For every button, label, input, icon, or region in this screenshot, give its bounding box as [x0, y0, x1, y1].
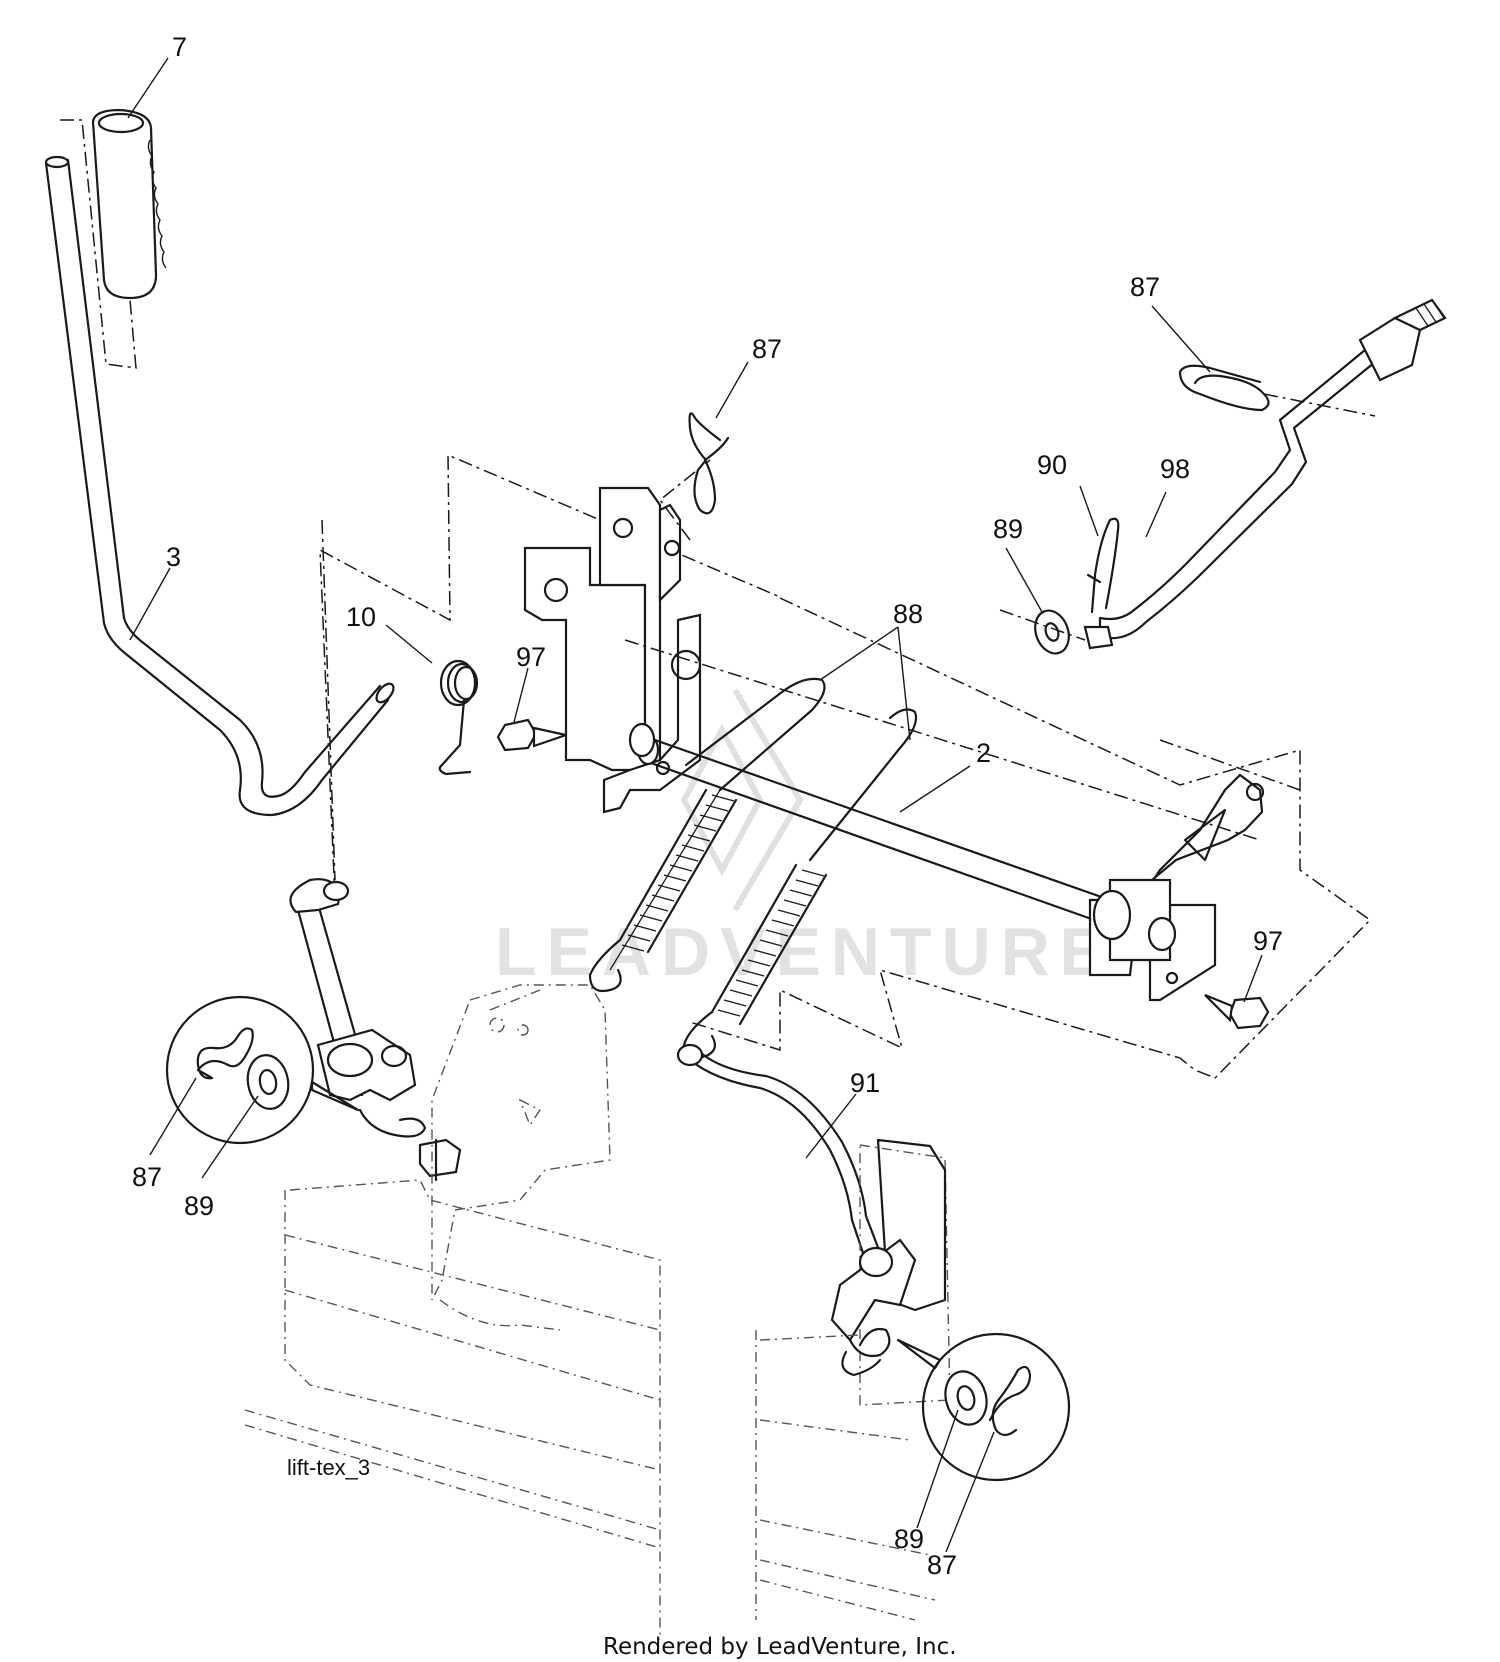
lift-handle	[44, 155, 395, 817]
callout-89-detail-left: 89	[184, 1191, 214, 1221]
callout-87-right: 87	[1130, 272, 1160, 302]
shaft-guide-line	[624, 639, 1261, 841]
lift-bracket-right	[1088, 773, 1265, 1002]
deck-lift-rod	[1083, 298, 1447, 650]
watermark: LEADVENTURE	[495, 914, 1115, 990]
callout-87-detail-left: 87	[132, 1162, 162, 1192]
shoulder-bolt-left	[496, 718, 571, 752]
detail-circle-left	[165, 995, 360, 1145]
shoulder-bolt-right	[1204, 993, 1270, 1030]
callout-7: 7	[172, 32, 187, 62]
callout-91: 91	[850, 1068, 880, 1098]
callout-87-top: 87	[752, 334, 782, 364]
watermark-logo	[680, 688, 804, 912]
upper-guide-line	[689, 597, 1372, 1079]
lift-link-left	[289, 878, 462, 1182]
lift-arm-assembly-right	[830, 1138, 951, 1406]
assist-spring-upper	[588, 677, 826, 993]
handle-guide-line	[319, 453, 781, 901]
left-mount-bracket	[431, 984, 611, 1301]
diagram-id: lift-tex_3	[287, 1455, 370, 1480]
lift-bracket-left	[523, 486, 702, 814]
callout-3: 3	[166, 542, 181, 572]
cotter-pin	[1086, 517, 1120, 614]
callout-97-right: 97	[1253, 926, 1283, 956]
lift-cross-shaft	[628, 722, 1112, 924]
flat-washer-upper	[999, 609, 1086, 655]
callout-97-left: 97	[516, 642, 546, 672]
callout-87-detail-right: 87	[927, 1550, 957, 1580]
lift-link-right	[676, 1043, 884, 1264]
callout-88: 88	[893, 599, 923, 629]
torsion-spring	[438, 659, 479, 776]
callout-89-upper: 89	[993, 514, 1023, 544]
footer-credit: Rendered by LeadVenture, Inc.	[603, 1634, 957, 1660]
callout-90: 90	[1037, 450, 1067, 480]
callout-98: 98	[1160, 454, 1190, 484]
callout-labels: 7 3 10 97 87 88 2 87 90 98 89 97 91 87 8…	[132, 32, 1283, 1580]
leader-lines	[127, 57, 1263, 1553]
bracket-guide-line	[1159, 739, 1301, 791]
detail-circle-right	[896, 1332, 1071, 1482]
left-arm-guide	[321, 519, 336, 881]
mower-deck-outline	[244, 1179, 936, 1640]
callout-89-detail-right: 89	[894, 1524, 924, 1554]
callout-2: 2	[976, 738, 991, 768]
hairpin-clip-right	[1178, 364, 1376, 417]
hairpin-clip-top	[658, 412, 730, 541]
lift-handle-grip	[91, 108, 167, 300]
assist-spring-lower	[682, 708, 918, 1059]
callout-10: 10	[346, 602, 376, 632]
